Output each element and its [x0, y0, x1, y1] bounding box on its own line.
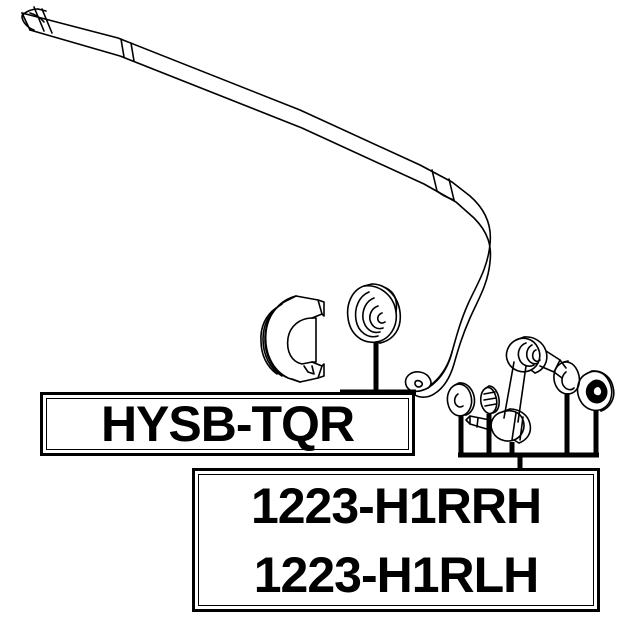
- washer-icon-b: [479, 385, 500, 415]
- part-number-1223-h1rlh: 1223-H1RLH: [253, 546, 540, 603]
- stabilizer-bar-icon: [21, 6, 492, 398]
- part-label-stabilizer-links: 1223-H1RRH 1223-H1RLH: [192, 468, 600, 612]
- washer-icon-c: [553, 360, 581, 395]
- leader-lines: [340, 342, 416, 395]
- ring-bushing-icon: [346, 283, 402, 344]
- part-number-1223-h1rrh: 1223-H1RRH: [250, 477, 542, 534]
- part-label-stabilizer-bushing: HYSB-TQR: [40, 392, 415, 456]
- washer-icon-d: [576, 370, 615, 412]
- leader-lines-links: [458, 393, 599, 468]
- split-bushing-icon: [260, 295, 325, 383]
- washer-icon-a: [446, 382, 476, 417]
- stabilizer-link-rod-icon: [465, 336, 567, 444]
- part-number-hysb-tqr: HYSB-TQR: [100, 396, 355, 452]
